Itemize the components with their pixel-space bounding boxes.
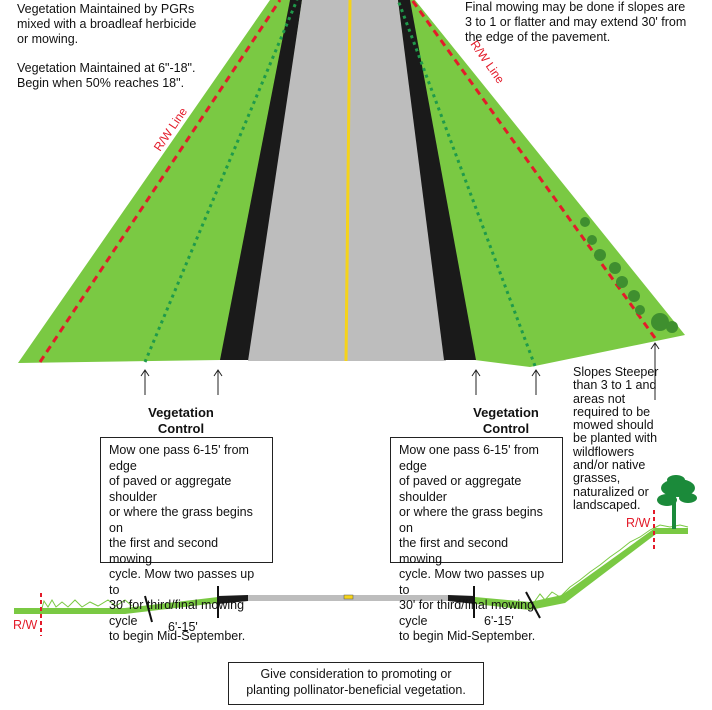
limit-ticks (144, 586, 541, 623)
note-line: wildflowers (573, 444, 635, 459)
box-line: Mow one pass 6-15' from edge (399, 443, 539, 473)
rw-label-left: R/W (13, 618, 38, 632)
center-line-marker (343, 594, 354, 600)
note-line: Vegetation Maintained at 6"-18". (17, 61, 196, 75)
note-line: mowed should (573, 418, 654, 433)
box-line: of paved or aggregate shoulder (399, 474, 522, 504)
vegetation-control-label-right: Vegetation Control (446, 405, 566, 437)
left-shoulder-profile (218, 595, 248, 604)
left-mow-line (143, 0, 299, 363)
box-line: or where the grass begins on (399, 505, 543, 535)
note-line: Final mowing may be done if slopes are (465, 0, 686, 14)
box-line: cycle. Mow two passes up to (399, 567, 545, 597)
left-ground-profile (14, 597, 218, 614)
box-line: the first and second mowing (399, 536, 509, 566)
note-line: naturalized or (573, 484, 649, 499)
note-line: be planted with (573, 431, 658, 446)
box-line: of paved or aggregate shoulder (109, 474, 232, 504)
note-line: mixed with a broadleaf herbicide (17, 17, 197, 31)
left-rw-line (38, 0, 282, 363)
note-line: areas not (573, 391, 626, 406)
left-grass-tufts (41, 598, 133, 609)
right-shoulder-profile (448, 595, 475, 604)
shrubs (580, 217, 678, 333)
box-line: cycle. Mow two passes up to (109, 567, 255, 597)
pollinator-note: Give consideration to promoting or plant… (228, 662, 484, 705)
note-line: or mowing. (17, 32, 79, 46)
note-line: 3 to 1 or flatter and may extend 30' fro… (465, 15, 687, 29)
note-line: the edge of the pavement. (465, 30, 611, 44)
label-line: Vegetation (473, 405, 539, 420)
mow-instructions-left: Mow one pass 6-15' from edge of paved or… (100, 437, 273, 643)
right-shoulder (398, 0, 476, 360)
label-line: Control (157, 421, 205, 436)
top-left-note: Vegetation Maintained by PGRs mixed with… (17, 2, 196, 91)
box-line: 30' for third/final mowing cycle (399, 598, 535, 628)
right-mow-line (396, 0, 537, 367)
box-line: to begin Mid-September. (109, 629, 246, 643)
note-line: landscaped. (573, 497, 641, 512)
box-line: 30' for third/final mowing cycle (109, 598, 245, 628)
arrows (140, 342, 660, 400)
note-line: required to be (573, 404, 651, 419)
right-grass-tufts (534, 524, 689, 602)
tree-icon (657, 475, 697, 529)
top-right-note: Final mowing may be done if slopes are 3… (465, 0, 686, 45)
note-line: Vegetation Maintained by PGRs (17, 2, 195, 16)
label-line: Vegetation (148, 405, 214, 420)
center-line (344, 0, 352, 362)
box-line: planting pollinator-beneficial vegetatio… (246, 682, 466, 697)
box-line: Give consideration to promoting or (260, 667, 452, 681)
note-line: than 3 to 1 and (573, 378, 657, 393)
right-rw-line (410, 0, 657, 339)
box-line: or where the grass begins on (109, 505, 253, 535)
box-line: the first and second mowing (109, 536, 219, 566)
distance-label-right: 6'-15' (484, 614, 514, 628)
vegetation-control-label-left: Vegetation Control (121, 405, 241, 437)
left-shoulder (220, 0, 302, 360)
note-line: Slopes Steeper (573, 365, 659, 379)
distance-label-left: 6'-15' (168, 620, 198, 634)
right-ground-profile (475, 528, 688, 610)
box-line: to begin Mid-September. (399, 629, 536, 643)
rw-label-right: R/W (626, 516, 651, 530)
note-line: grasses, (573, 471, 621, 486)
note-line: and/or native (573, 458, 646, 473)
slopes-note: Slopes Steeper than 3 to 1 and areas not… (573, 365, 659, 512)
label-line: Control (482, 421, 530, 436)
mow-instructions-right: Mow one pass 6-15' from edge of paved or… (390, 437, 563, 643)
note-line: Begin when 50% reaches 18". (17, 76, 185, 90)
box-line: Mow one pass 6-15' from edge (109, 443, 249, 473)
